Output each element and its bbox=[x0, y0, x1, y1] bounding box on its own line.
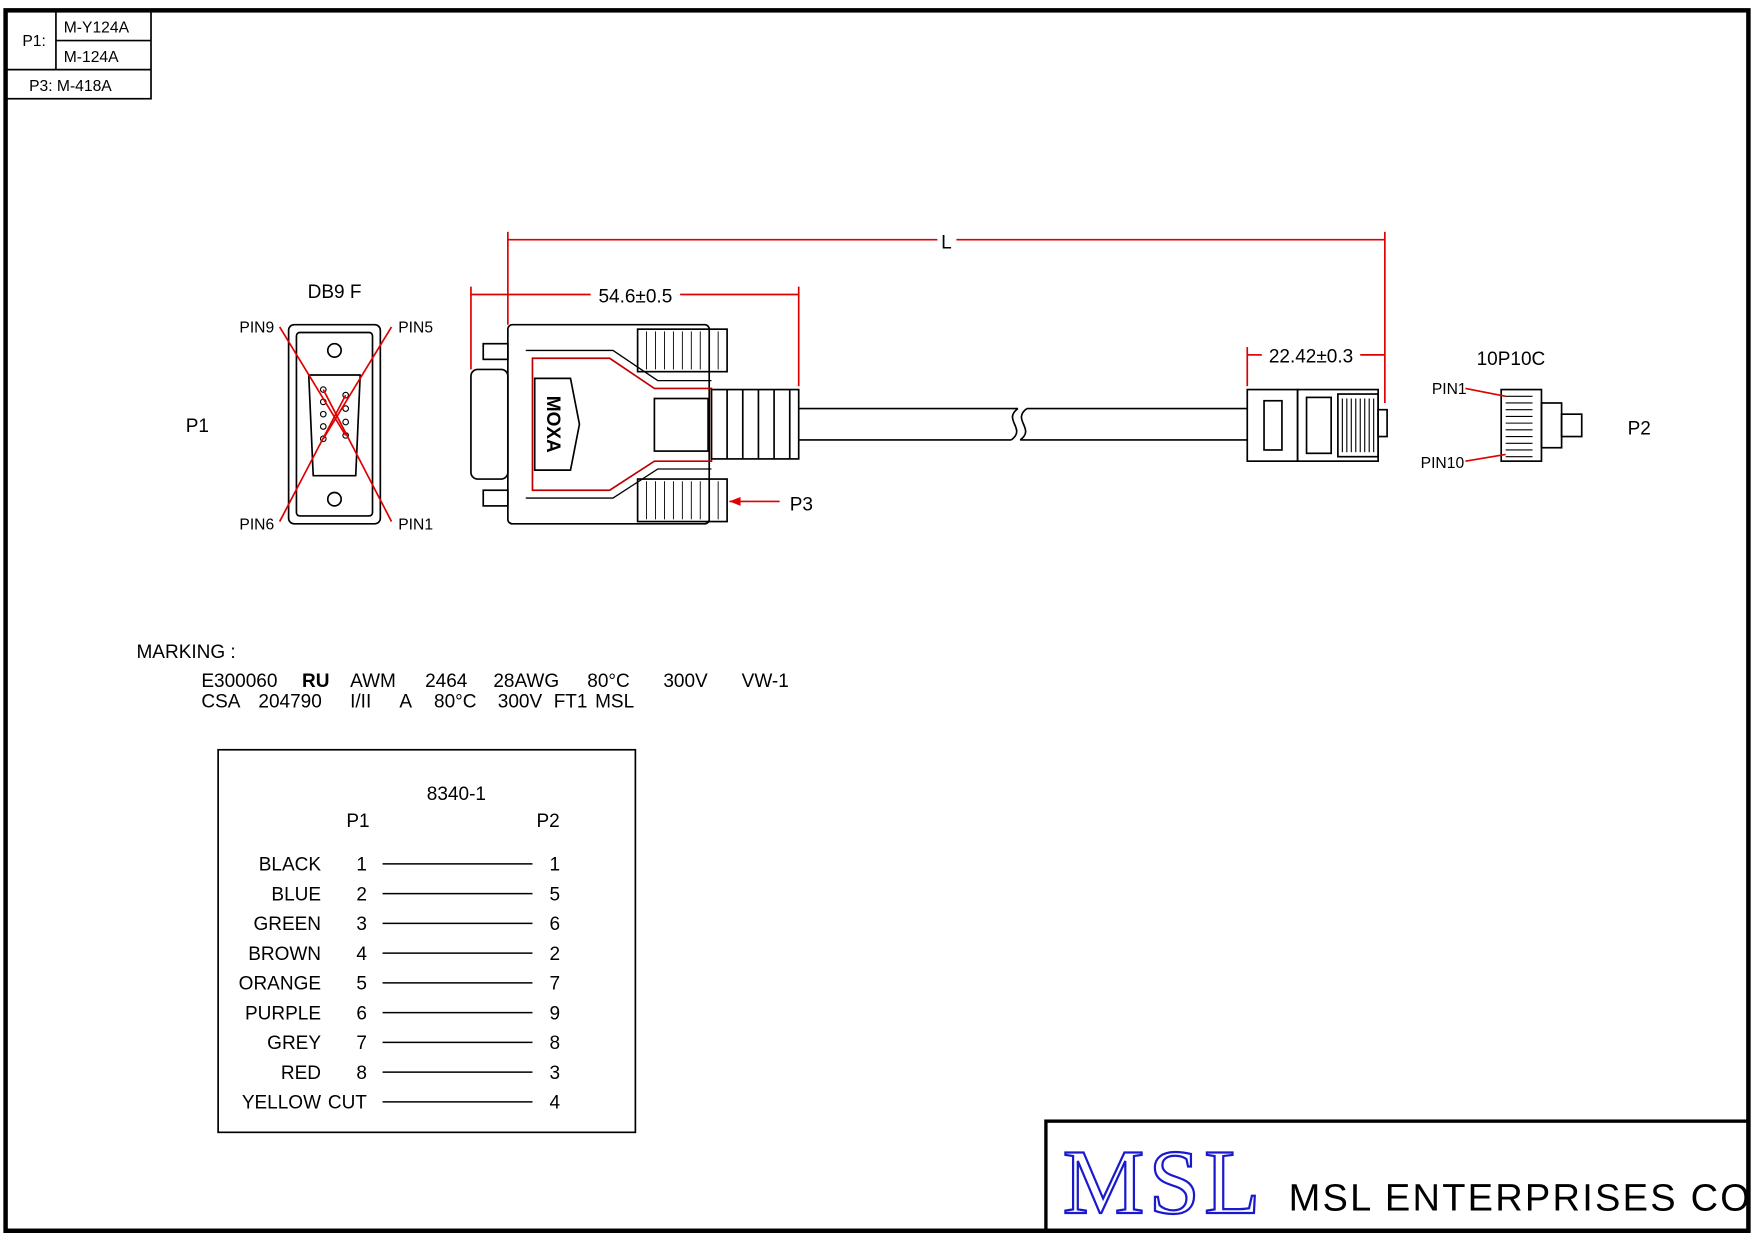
p1-pin: 3 bbox=[356, 914, 367, 935]
cable bbox=[798, 407, 1248, 441]
rj-title: 10P10C bbox=[1477, 349, 1546, 370]
marking-item: 80°C bbox=[434, 691, 476, 712]
wire-color: YELLOW bbox=[242, 1093, 321, 1114]
dim-length: L bbox=[941, 233, 952, 254]
marking-item: MSL bbox=[595, 691, 634, 712]
pinout-row: ORANGE 5 7 bbox=[239, 974, 560, 995]
pin1-label: PIN1 bbox=[398, 516, 433, 533]
rj-pin1-label: PIN1 bbox=[1432, 381, 1467, 398]
p1-pin: 6 bbox=[356, 1003, 367, 1024]
marking-item: 28AWG bbox=[493, 671, 559, 692]
marking-item: 80°C bbox=[587, 671, 629, 692]
p1-part-2: M-124A bbox=[64, 49, 119, 66]
marking-item: AWM bbox=[350, 671, 396, 692]
col-p2: P2 bbox=[537, 811, 560, 832]
pinout-row: BLACK 1 1 bbox=[259, 855, 560, 876]
pinout-row: RED 8 3 bbox=[281, 1063, 560, 1084]
p1-pin: 2 bbox=[356, 884, 367, 905]
pin5-label: PIN5 bbox=[398, 320, 433, 337]
p2-pin: 3 bbox=[550, 1063, 561, 1084]
dim-db9: 54.6±0.5 bbox=[598, 286, 672, 307]
p2-pin: 4 bbox=[550, 1093, 561, 1114]
col-p1: P1 bbox=[346, 811, 369, 832]
p2-pin: 9 bbox=[550, 1003, 561, 1024]
pinout-row: YELLOW CUT 4 bbox=[242, 1093, 561, 1114]
p2-pin: 7 bbox=[550, 974, 561, 995]
p3-part: P3: M-418A bbox=[29, 78, 112, 95]
marking-item: I/II bbox=[350, 691, 371, 712]
marking-item: 300V bbox=[663, 671, 708, 692]
db9-face-view: DB9 F P1 PIN9 PIN5 PIN6 PIN1 bbox=[186, 282, 434, 534]
msl-logo: MSL bbox=[1063, 1131, 1265, 1233]
pin6-label: PIN6 bbox=[239, 516, 274, 533]
p2-connector-label: P2 bbox=[1628, 418, 1651, 439]
cable-marking: MARKING : E300060 RU AWM 2464 28AWG 80°C 300V V… bbox=[136, 642, 788, 712]
moxa-brand: MOXA bbox=[542, 396, 563, 453]
marking-item: VW-1 bbox=[742, 671, 789, 692]
wire-color: ORANGE bbox=[239, 974, 321, 995]
dimensions: L 54.6±0.5 22.42±0.3 bbox=[470, 231, 1386, 403]
p2-pin: 6 bbox=[550, 914, 561, 935]
pinout-row: PURPLE 6 9 bbox=[245, 1003, 560, 1024]
rj-face-view: 10P10C PIN1 PIN10 P2 bbox=[1421, 349, 1651, 472]
company-name: MSL ENTERPRISES CORP. bbox=[1289, 1178, 1754, 1220]
p1-part-1: M-Y124A bbox=[64, 20, 130, 37]
dim-rj: 22.42±0.3 bbox=[1269, 347, 1353, 368]
title-block: MSL MSL ENTERPRISES CORP. bbox=[1044, 1119, 1754, 1234]
marking-item: A bbox=[399, 691, 412, 712]
db9-connector-side-view: MOXA P3 bbox=[470, 323, 813, 525]
pinout-row: GREY 7 8 bbox=[267, 1033, 560, 1054]
sheet-border bbox=[3, 8, 1751, 1234]
p1-pin: 4 bbox=[356, 944, 367, 965]
p1-pin: 8 bbox=[356, 1063, 367, 1084]
marking-item: 2464 bbox=[425, 671, 468, 692]
marking-title: MARKING : bbox=[136, 642, 235, 663]
wire-color: BLUE bbox=[271, 884, 321, 905]
wire-color: GREY bbox=[267, 1033, 321, 1054]
p2-pin: 1 bbox=[550, 855, 561, 876]
pinout-title: 8340-1 bbox=[427, 784, 486, 805]
ul-mark: RU bbox=[302, 671, 329, 692]
p1-pin: 7 bbox=[356, 1033, 367, 1054]
p1-pin: 5 bbox=[356, 974, 367, 995]
p2-pin: 5 bbox=[550, 884, 561, 905]
rj-pin10-label: PIN10 bbox=[1421, 455, 1465, 472]
wire-color: BLACK bbox=[259, 855, 322, 876]
p2-pin: 8 bbox=[550, 1033, 561, 1054]
p1-pin: 1 bbox=[356, 855, 367, 876]
p3-connector-label: P3 bbox=[790, 494, 813, 515]
marking-item: FT1 bbox=[554, 691, 588, 712]
rj-plug-side-view bbox=[1246, 388, 1388, 462]
wire-color: RED bbox=[281, 1063, 321, 1084]
p1-label: P1: bbox=[22, 33, 45, 50]
pinout-row: GREEN 3 6 bbox=[253, 914, 560, 935]
part-number-table: P1: M-Y124A M-124A P3: M-418A bbox=[4, 10, 152, 100]
wire-color: PURPLE bbox=[245, 1003, 321, 1024]
pinout-row: BROWN 4 2 bbox=[248, 944, 560, 965]
wire-color: BROWN bbox=[248, 944, 321, 965]
wire-color: GREEN bbox=[253, 914, 321, 935]
marking-item: 204790 bbox=[258, 691, 321, 712]
pin9-label: PIN9 bbox=[239, 320, 274, 337]
marking-item: 300V bbox=[498, 691, 543, 712]
p2-pin: 2 bbox=[550, 944, 561, 965]
p1-pin: CUT bbox=[328, 1093, 367, 1114]
marking-item: CSA bbox=[201, 691, 240, 712]
db9-title: DB9 F bbox=[308, 282, 362, 303]
pinout-row: BLUE 2 5 bbox=[271, 884, 560, 905]
marking-item: E300060 bbox=[201, 671, 277, 692]
p1-connector-label: P1 bbox=[186, 416, 209, 437]
